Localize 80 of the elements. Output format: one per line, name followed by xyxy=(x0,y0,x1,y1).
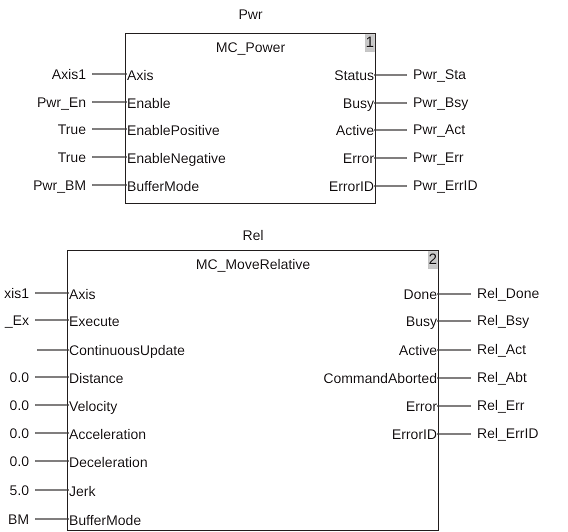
output-pin-name: ErrorID xyxy=(328,178,374,194)
input-pin-name: Velocity xyxy=(69,398,118,414)
input-pin-name: Axis xyxy=(69,286,96,302)
connection-line xyxy=(374,185,407,187)
block-number: 2 xyxy=(428,251,438,269)
variable-name: Pwr_BM xyxy=(33,177,86,193)
connection-line xyxy=(35,489,69,491)
variable-name: Pwr_Err xyxy=(413,149,464,165)
instance-name: Pwr xyxy=(238,6,263,22)
variable-name: Rel_Act xyxy=(477,341,526,357)
variable-name: Pwr_Act xyxy=(413,121,466,137)
variable-name: Pwr_Sta xyxy=(413,66,466,82)
variable-name: Rel_Err xyxy=(477,397,524,413)
connection-line xyxy=(374,102,407,104)
input-pin-name: Execute xyxy=(69,313,120,329)
output-pin-name: Active xyxy=(336,122,374,138)
connection-line xyxy=(374,157,407,159)
connection-line xyxy=(35,432,69,434)
connection-line xyxy=(35,404,69,406)
input-pin-name: Deceleration xyxy=(69,454,148,470)
connection-line xyxy=(92,156,127,158)
variable-name: xis1 xyxy=(4,285,29,301)
connection-line xyxy=(437,377,471,379)
variable-name: 0.0 xyxy=(10,369,29,385)
output-pin-name: Error xyxy=(406,398,437,414)
output-pin-name: Busy xyxy=(342,95,374,111)
function-block-name: MC_Power xyxy=(216,39,286,55)
input-pin-name: EnableNegative xyxy=(127,150,226,166)
connection-line xyxy=(35,460,69,462)
output-pin-name: Error xyxy=(342,150,374,166)
connection-line xyxy=(35,319,69,321)
connection-line xyxy=(374,74,407,76)
variable-name: 5.0 xyxy=(10,482,29,498)
input-pin-name: BufferMode xyxy=(127,178,200,194)
input-pin-name: Axis xyxy=(127,67,154,83)
connection-line xyxy=(437,349,471,351)
connection-line xyxy=(437,293,471,295)
connection-line xyxy=(92,101,127,103)
output-pin-name: Status xyxy=(334,67,374,83)
output-pin-name: Active xyxy=(398,342,437,358)
output-pin-name: Done xyxy=(404,286,437,302)
variable-name: Pwr_Bsy xyxy=(413,94,468,110)
variable-name: _Ex xyxy=(4,312,29,328)
variable-name: Rel_Abt xyxy=(477,369,527,385)
variable-name: 0.0 xyxy=(10,425,29,441)
variable-name: True xyxy=(58,149,86,165)
output-pin-name: ErrorID xyxy=(392,426,437,442)
connection-line xyxy=(437,433,471,435)
function-block-name: MC_MoveRelative xyxy=(196,256,310,272)
variable-name: True xyxy=(58,121,86,137)
variable-name: Pwr_ErrID xyxy=(413,177,478,193)
connection-line xyxy=(92,184,127,186)
variable-name: 0.0 xyxy=(10,453,29,469)
block-number: 1 xyxy=(364,34,375,52)
variable-name: Rel_ErrID xyxy=(477,425,538,441)
output-pin-name: CommandAborted xyxy=(323,370,437,386)
connection-line xyxy=(35,376,69,378)
connection-line xyxy=(92,128,127,130)
input-pin-name: Distance xyxy=(69,370,124,386)
input-pin-name: ContinuousUpdate xyxy=(69,342,185,358)
input-pin-name: BufferMode xyxy=(69,512,142,528)
instance-name: Rel xyxy=(242,227,264,243)
input-pin-name: Jerk xyxy=(69,483,96,499)
connection-line xyxy=(37,349,69,351)
connection-line xyxy=(35,292,69,294)
variable-name: Rel_Done xyxy=(477,285,540,301)
input-pin-name: Acceleration xyxy=(69,426,146,442)
variable-name: BM xyxy=(8,511,29,527)
connection-line xyxy=(437,405,471,407)
variable-name: Axis1 xyxy=(52,66,86,82)
variable-name: Rel_Bsy xyxy=(477,312,530,328)
connection-line xyxy=(374,129,407,131)
variable-name: Pwr_En xyxy=(36,94,86,110)
variable-name: 0.0 xyxy=(10,397,29,413)
connection-line xyxy=(35,518,69,520)
input-pin-name: EnablePositive xyxy=(127,122,220,138)
input-pin-name: Enable xyxy=(127,95,171,111)
output-pin-name: Busy xyxy=(406,313,437,329)
connection-line xyxy=(437,320,471,322)
connection-line xyxy=(92,73,127,75)
